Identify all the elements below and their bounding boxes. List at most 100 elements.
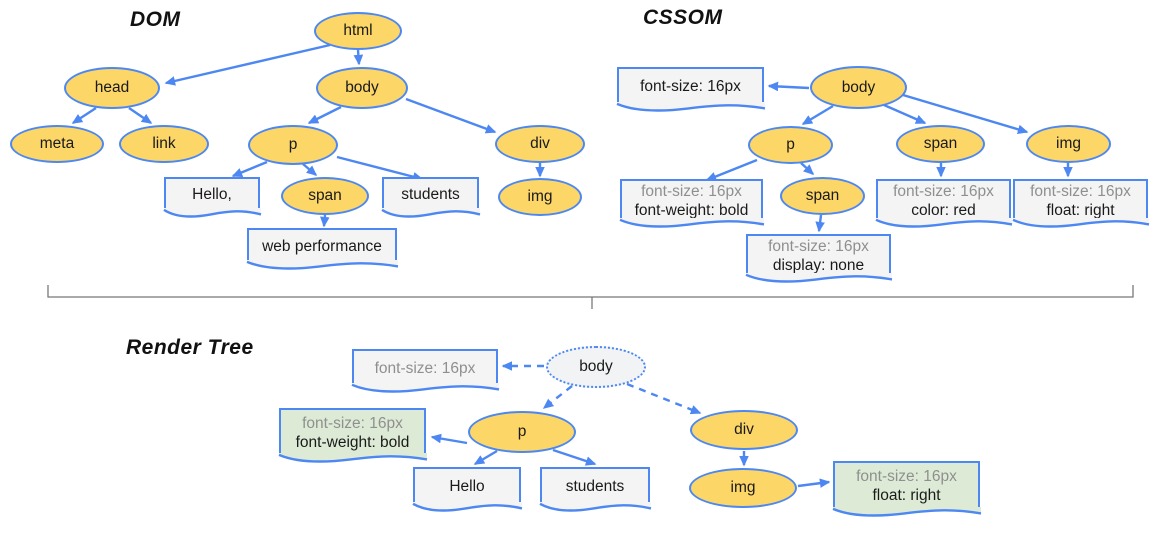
cssom-node-img: img bbox=[1026, 125, 1111, 163]
rule-line: font-size: 16px bbox=[302, 414, 403, 432]
edge-cssom-body-rule bbox=[767, 81, 810, 92]
dom-node-meta: meta bbox=[10, 125, 104, 163]
node-label: span bbox=[308, 187, 342, 204]
node-label: head bbox=[94, 79, 130, 96]
edge-render-p-hello bbox=[473, 449, 498, 466]
edge-dom-p-students bbox=[336, 155, 424, 182]
edge-render-p-students bbox=[552, 448, 597, 466]
text-node-label: students bbox=[401, 186, 460, 203]
rule-line: font-size: 16px bbox=[1030, 182, 1131, 200]
divider-line bbox=[47, 285, 1134, 298]
text-node-label: students bbox=[565, 478, 625, 495]
rule-line: font-weight: bold bbox=[634, 201, 749, 219]
wavy-bottom-edge bbox=[620, 218, 764, 229]
render-node-div: div bbox=[690, 410, 798, 450]
rule-line: font-size: 16px bbox=[893, 182, 994, 200]
rule-line: font-size: 16px bbox=[641, 182, 742, 200]
wavy-bottom-edge bbox=[746, 273, 892, 284]
wavy-bottom-edge bbox=[247, 260, 398, 271]
text-node-label: Hello, bbox=[192, 186, 232, 203]
rule-line: font-weight: bold bbox=[295, 433, 410, 451]
edge-dom-head-link bbox=[128, 107, 153, 124]
edge-dom-p-span bbox=[302, 163, 318, 176]
wavy-bottom-edge bbox=[382, 208, 480, 219]
edge-render-img-rule bbox=[797, 478, 831, 488]
render-node-img: img bbox=[689, 468, 797, 508]
edge-dom-head-meta bbox=[71, 106, 97, 125]
text-node-label: Hello bbox=[449, 478, 485, 495]
node-label: p bbox=[288, 136, 298, 153]
text-node-label: web performance bbox=[262, 237, 382, 255]
cssom-node-span: span bbox=[896, 125, 985, 163]
wavy-bottom-edge bbox=[540, 502, 651, 513]
rule-line: display: none bbox=[772, 256, 865, 274]
rule-line: font-size: 16px bbox=[374, 359, 476, 377]
cssom-title: CSSOM bbox=[643, 6, 723, 29]
node-label: html bbox=[343, 22, 373, 39]
edge-cssom-p-rule bbox=[705, 158, 758, 182]
node-label: img bbox=[1056, 135, 1081, 152]
dom-node-html: html bbox=[314, 12, 402, 50]
rule-line: color: red bbox=[911, 201, 976, 219]
dom-title: DOM bbox=[130, 8, 181, 31]
edge-dom-html-body bbox=[353, 49, 364, 66]
wavy-bottom-edge bbox=[413, 502, 522, 513]
render-textnode-hello: Hello bbox=[413, 467, 521, 504]
wavy-bottom-edge bbox=[833, 507, 981, 518]
dom-node-div: div bbox=[495, 125, 585, 163]
node-label: p bbox=[517, 423, 527, 440]
dom-textnode-students: students bbox=[382, 177, 479, 210]
render-node-p: p bbox=[468, 411, 576, 453]
cssom-node-body: body bbox=[810, 66, 907, 109]
edge-dom-body-p bbox=[307, 105, 342, 125]
rule-line: font-size: 16px bbox=[640, 78, 741, 95]
node-label: body bbox=[345, 79, 379, 96]
node-label: link bbox=[152, 135, 176, 152]
edge-cssom-body-p bbox=[801, 104, 834, 126]
cssom-node-p: p bbox=[748, 126, 833, 164]
wavy-bottom-edge bbox=[876, 218, 1012, 229]
edge-dom-body-div bbox=[405, 97, 497, 134]
render-textnode-students: students bbox=[540, 467, 650, 504]
node-label: span bbox=[805, 187, 840, 204]
cssom-node-span-in-p: span bbox=[780, 177, 865, 215]
dom-node-p: p bbox=[248, 125, 338, 165]
node-label: div bbox=[530, 135, 550, 152]
edge-render-p-rule bbox=[430, 433, 468, 445]
rule-line: float: right bbox=[872, 487, 941, 504]
dom-textnode-web-performance: web performance bbox=[247, 228, 397, 262]
node-label: p bbox=[786, 136, 795, 153]
dom-node-head: head bbox=[64, 67, 160, 109]
render-rule-img: font-size: 16px float: right bbox=[833, 461, 980, 509]
node-label: img bbox=[527, 188, 553, 205]
dom-node-span: span bbox=[281, 177, 369, 215]
rule-line: font-size: 16px bbox=[768, 237, 869, 255]
cssom-rule-span: font-size: 16px color: red bbox=[876, 179, 1011, 220]
dom-node-link: link bbox=[119, 125, 209, 163]
render-rule-p: font-size: 16px font-weight: bold bbox=[279, 408, 426, 455]
wavy-bottom-edge bbox=[164, 208, 261, 219]
node-label: body bbox=[841, 78, 876, 96]
edge-dom-span-webperf bbox=[320, 214, 330, 228]
edge-dom-p-hello bbox=[231, 160, 268, 178]
rule-line: float: right bbox=[1046, 201, 1115, 219]
node-label: body bbox=[579, 358, 613, 375]
render-rule-body: font-size: 16px bbox=[352, 349, 498, 385]
wavy-bottom-edge bbox=[279, 453, 427, 464]
edge-render-body-p bbox=[542, 385, 573, 409]
edge-cssom-body-span bbox=[883, 103, 927, 125]
dom-node-img: img bbox=[498, 178, 582, 216]
node-label: img bbox=[730, 479, 756, 496]
edge-cssom-span2-rule bbox=[815, 214, 825, 233]
node-label: span bbox=[923, 135, 958, 152]
render-node-body: body bbox=[546, 346, 646, 388]
node-label: div bbox=[734, 421, 754, 438]
node-label: meta bbox=[39, 135, 75, 152]
render-tree-title: Render Tree bbox=[126, 336, 254, 359]
dom-node-body: body bbox=[316, 67, 408, 109]
cssom-rule-body: font-size: 16px bbox=[617, 67, 764, 104]
rule-line: font-size: 16px bbox=[856, 468, 957, 485]
cssom-rule-span-in-p: font-size: 16px display: none bbox=[746, 234, 891, 275]
